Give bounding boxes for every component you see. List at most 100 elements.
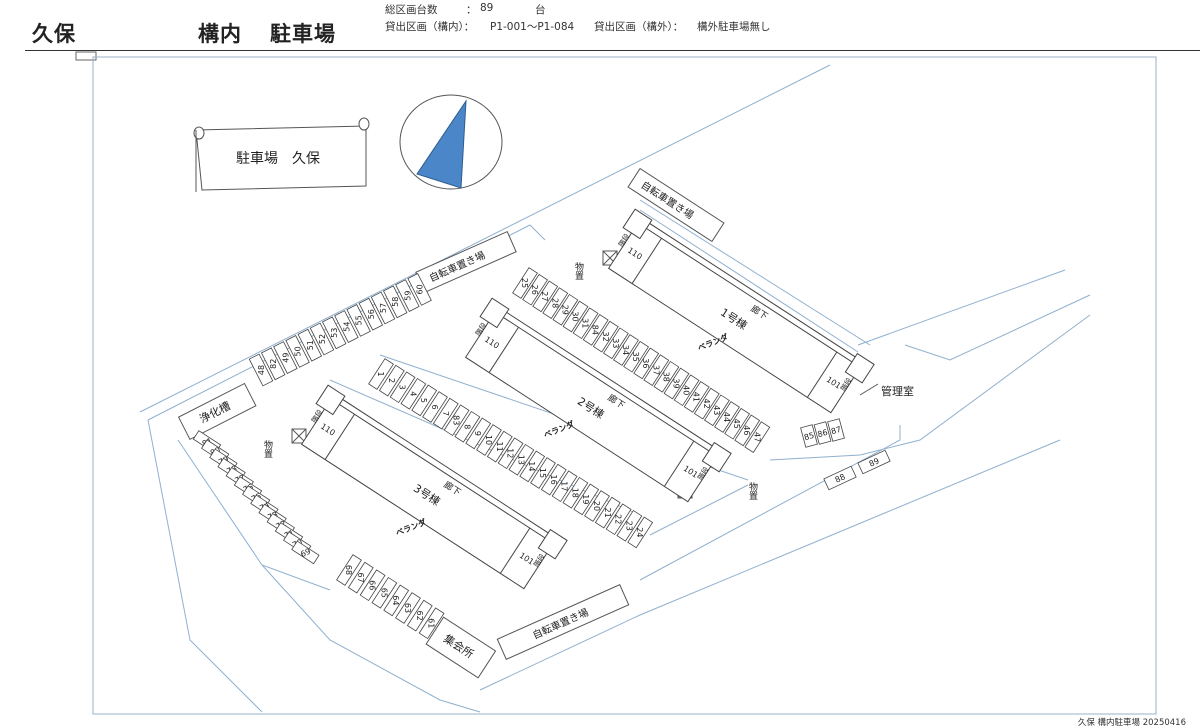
parking-stall: 1 [368, 358, 394, 390]
header: 久保 構内 駐車場 総区画台数 ： 89 台 貸出区画（構内）： P1-001〜… [0, 0, 1200, 52]
stall-number: 10 [484, 435, 493, 445]
stall-number: 58 [391, 297, 400, 307]
parking-stall: 50 [285, 334, 310, 368]
storage-label-1: 物置 [573, 261, 584, 280]
stall-number: 14 [527, 461, 536, 471]
stall-number: 42 [702, 399, 711, 409]
management-office-label: 管理室 [881, 384, 914, 398]
frame-tab [75, 51, 97, 61]
total-label: 総区画台数 [385, 4, 438, 16]
parking-stall: 17 [551, 470, 578, 503]
veranda-label-3: ベランダ [394, 517, 427, 538]
stall-number: 11 [495, 442, 504, 452]
stall-number: 60 [416, 284, 425, 294]
footer-note: 久保 構内駐車場 20250416 [1077, 718, 1186, 728]
stall-number: 4 [408, 391, 417, 396]
total-unit: 台 [535, 4, 546, 16]
site-name: 久保 [32, 22, 76, 46]
stall-number: 15 [538, 468, 547, 478]
parking-stall: 15 [530, 457, 556, 489]
parking-stall: 7 [432, 397, 459, 430]
stall-number: 7 [441, 411, 450, 416]
parking-stall: 62 [406, 599, 433, 632]
stall-number: 40 [682, 385, 691, 395]
parking-stall: 31 [572, 307, 599, 340]
parking-stall: 5 [411, 384, 438, 417]
stall-number: 57 [379, 303, 388, 313]
parking-stall: 83 [443, 404, 470, 437]
parking-stall: 85 [800, 424, 818, 448]
parking-stall: 48 [248, 353, 274, 387]
storage-label-2: 物置 [262, 439, 273, 458]
stall-number: 22 [614, 514, 623, 524]
stall-number: 86 [817, 428, 829, 439]
parking-stall: 52 [309, 322, 335, 356]
stall-number: 41 [692, 392, 701, 402]
buildings-layer: 110101廊下1号棟階段階段110101廊下2号棟階段階段110101廊下3号… [300, 208, 875, 590]
stall-number: 39 [672, 378, 681, 388]
parking-stall: 9 [465, 417, 492, 450]
parking-stall: 34 [613, 334, 639, 366]
stall-number: 36 [641, 358, 650, 368]
parking-stall: 22 [605, 503, 632, 536]
parking-stall: 88 [823, 465, 857, 491]
stall-number: 50 [294, 346, 303, 356]
parking-stall: 26 [522, 273, 549, 306]
stall-number: 18 [570, 488, 579, 498]
stall-number: 30 [571, 311, 580, 321]
map-title-sign: 駐車場 久保 [193, 117, 370, 192]
parking-stall: 53 [321, 316, 347, 350]
management-office: 管理室 [859, 383, 914, 398]
stall-number: 89 [868, 456, 881, 468]
outside-value: 構外駐車場無し [697, 21, 771, 33]
stall-number: 31 [581, 318, 590, 328]
stall-number: 29 [560, 305, 569, 315]
stall-number: 6 [430, 404, 439, 409]
stall-number: 66 [368, 580, 377, 590]
parking-stall: 10 [476, 424, 502, 456]
parking-stall: 35 [623, 340, 650, 373]
stall-number: 37 [651, 365, 660, 375]
parking-stall: 51 [297, 328, 323, 362]
parking-stall: 44 [714, 401, 740, 433]
stall-number: 38 [661, 372, 670, 382]
parking-stall: 68 [336, 554, 362, 586]
stall-number: 5 [419, 398, 428, 403]
parking-stall: 12 [497, 437, 524, 470]
stall-number: 69 [299, 547, 312, 559]
stall-number: 83 [452, 415, 461, 425]
stall-number: 59 [403, 291, 412, 301]
stall-number: 34 [621, 345, 630, 355]
parking-stall: 69 [291, 540, 320, 565]
total-colon: ： [466, 4, 477, 16]
stall-number: 53 [330, 328, 339, 338]
parking-stall: 59 [395, 279, 420, 313]
parking-stall: 65 [371, 576, 398, 609]
stall-number: 62 [415, 611, 424, 621]
stall-number: 27 [540, 291, 549, 301]
storage-label-3: 物置 [747, 481, 758, 500]
parking-stall: 13 [508, 443, 535, 476]
total-value: 89 [480, 2, 494, 14]
parking-stall: 33 [602, 327, 629, 360]
stall-number: 84 [591, 325, 600, 335]
stall-number: 52 [318, 334, 327, 344]
inside-label: 貸出区画（構内）： [385, 21, 475, 33]
parking-stall: 24 [627, 516, 654, 549]
stall-number: 87 [830, 425, 842, 436]
parking-stall: 57 [370, 291, 396, 325]
parking-stall: 86 [813, 421, 832, 445]
septic-tank: 浄化槽 [177, 382, 257, 441]
stall-number: 9 [473, 431, 482, 436]
parking-stall: 66 [359, 569, 386, 602]
parking-stall: 39 [663, 367, 690, 400]
parking-stall: 23 [616, 509, 643, 542]
stall-number: 64 [391, 595, 400, 605]
stall-number: 49 [281, 353, 290, 363]
parking-stall: 42 [693, 387, 720, 420]
parking-stall: 20 [584, 490, 610, 522]
stall-number: 21 [603, 508, 612, 518]
